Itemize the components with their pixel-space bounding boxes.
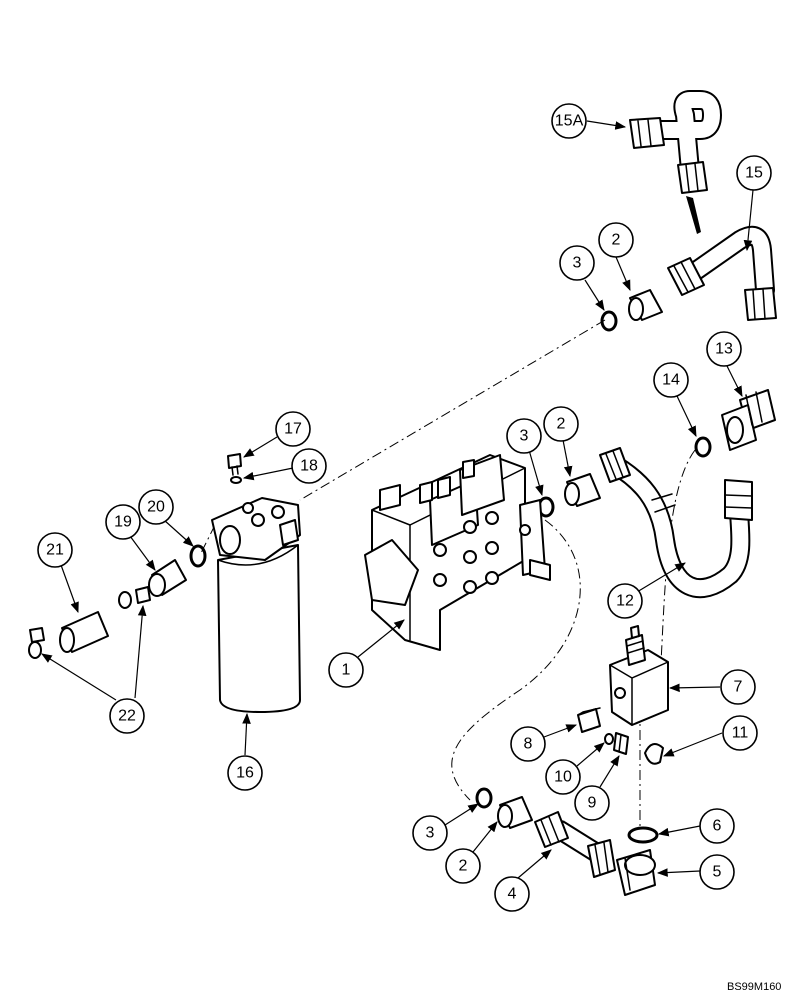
callout-20[interactable]: 20 — [138, 489, 174, 525]
drawing-code: BS99M160 — [727, 981, 781, 993]
callout-2-bottom[interactable]: 2 — [445, 848, 481, 884]
o-ring-10[interactable] — [604, 733, 614, 745]
callout-9[interactable]: 9 — [574, 785, 610, 821]
callout-8[interactable]: 8 — [510, 726, 546, 762]
o-ring-3-bottom[interactable] — [475, 787, 493, 809]
callout-label: 1 — [342, 662, 351, 679]
callout-label: 3 — [426, 825, 435, 842]
callout-2-mid[interactable]: 2 — [543, 406, 579, 442]
callout-label: 15A — [555, 113, 584, 130]
callout-22[interactable]: 22 — [109, 698, 145, 734]
callout-label: 19 — [114, 514, 132, 531]
adapter-fitting-2-bottom[interactable] — [497, 796, 533, 829]
plug-8[interactable] — [577, 707, 601, 733]
callout-label: 6 — [713, 818, 722, 835]
callout-label: 5 — [713, 864, 722, 881]
fittings-22[interactable] — [28, 586, 151, 659]
valve-block-7[interactable] — [609, 625, 669, 726]
callout-label: 18 — [300, 458, 318, 475]
control-valve-1[interactable] — [364, 454, 551, 651]
elbow-fitting-13[interactable] — [721, 389, 776, 451]
callout-label: 11 — [732, 725, 749, 742]
callout-label: 12 — [616, 593, 634, 610]
callout-3-top[interactable]: 3 — [559, 245, 595, 281]
callout-15[interactable]: 15 — [736, 155, 772, 191]
callout-11[interactable]: 11 — [722, 715, 758, 751]
hose-assembly-12[interactable] — [599, 447, 753, 599]
callout-3-mid[interactable]: 3 — [506, 418, 542, 454]
callout-10[interactable]: 10 — [545, 759, 581, 795]
callout-label: 17 — [284, 421, 302, 438]
callout-label: 7 — [734, 679, 743, 696]
adapter-fitting-19[interactable] — [148, 559, 187, 597]
o-ring-6[interactable] — [627, 826, 659, 844]
callout-18[interactable]: 18 — [291, 448, 327, 484]
tube-assembly-15[interactable] — [667, 225, 777, 321]
callout-4[interactable]: 4 — [494, 876, 530, 912]
elbow-fitting-5[interactable] — [616, 849, 656, 896]
callout-6[interactable]: 6 — [699, 808, 735, 844]
sleeve-21[interactable] — [59, 611, 109, 653]
callout-15a[interactable]: 15A — [551, 103, 587, 139]
callout-label: 3 — [520, 428, 529, 445]
callout-17[interactable]: 17 — [275, 411, 311, 447]
callout-label: 2 — [459, 858, 468, 875]
callout-21[interactable]: 21 — [37, 532, 73, 568]
callout-14[interactable]: 14 — [653, 362, 689, 398]
callout-13[interactable]: 13 — [706, 331, 742, 367]
washer-18[interactable] — [230, 476, 242, 484]
callout-label: 4 — [508, 886, 517, 903]
callout-12[interactable]: 12 — [607, 583, 643, 619]
callout-1[interactable]: 1 — [328, 652, 364, 688]
callout-label: 2 — [557, 416, 566, 433]
callout-19[interactable]: 19 — [105, 504, 141, 540]
callout-label: 3 — [573, 255, 582, 272]
callout-2-top[interactable]: 2 — [598, 222, 634, 258]
callout-7[interactable]: 7 — [720, 669, 756, 705]
o-ring-14[interactable] — [694, 436, 712, 458]
callout-label: 16 — [236, 765, 254, 782]
callout-label: 14 — [662, 372, 680, 389]
clip-11[interactable] — [644, 743, 664, 765]
filter-assembly-16[interactable] — [211, 497, 301, 713]
bolt-17[interactable] — [227, 453, 242, 476]
callout-label: 9 — [588, 795, 597, 812]
tube-assembly-4[interactable] — [534, 811, 616, 878]
adapter-fitting-2-mid[interactable] — [564, 473, 601, 507]
adapter-fitting-2-top[interactable] — [628, 289, 663, 321]
callout-3-bottom[interactable]: 3 — [412, 815, 448, 851]
o-ring-3-top[interactable] — [600, 310, 618, 332]
fitting-9[interactable] — [613, 732, 629, 755]
callout-label: 22 — [118, 708, 136, 725]
callout-label: 2 — [612, 232, 621, 249]
callout-5[interactable]: 5 — [699, 854, 735, 890]
callout-label: 13 — [715, 341, 733, 358]
o-ring-20[interactable] — [189, 544, 207, 568]
callout-label: 20 — [147, 499, 165, 516]
callout-label: 10 — [554, 769, 572, 786]
callout-label: 15 — [745, 165, 763, 182]
callout-leaders — [41, 120, 754, 879]
callout-16[interactable]: 16 — [227, 755, 263, 791]
callout-label: 21 — [46, 542, 64, 559]
tube-assembly-15a[interactable] — [629, 90, 722, 234]
callout-label: 8 — [524, 736, 533, 753]
